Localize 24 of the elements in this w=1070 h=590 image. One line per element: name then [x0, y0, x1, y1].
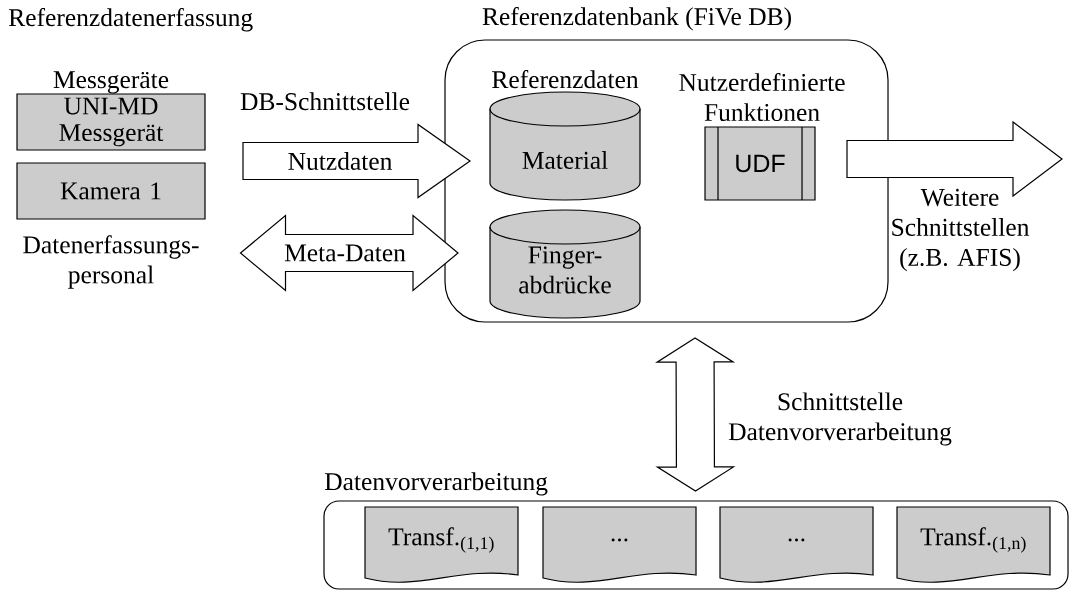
- document-box: ...: [542, 506, 697, 583]
- edge-label: Weitere Schnittstellen (z.B. AFIS): [892, 188, 1030, 272]
- block-arrow: [846, 120, 1063, 198]
- group-heading: Messgeräte: [53, 71, 169, 94]
- group-heading: Nutzerdefinierte Funktionen: [679, 72, 845, 122]
- interface-label: DB-Schnittstelle: [240, 92, 410, 111]
- node-label: Datenvorverarbeitung: [324, 472, 548, 496]
- document-box: ...: [719, 506, 874, 583]
- device-box: Kamera 1: [16, 162, 206, 220]
- database-cylinder: Finger- abdrücke: [489, 209, 641, 319]
- function-box: UDF: [704, 126, 816, 201]
- device-box: UNI-MD Messgerät: [16, 93, 206, 151]
- block-arrow: [242, 123, 472, 199]
- document-box: Transf.$_{(1,n)}$: [896, 506, 1051, 583]
- section-heading: Referenzdatenerfassung: [8, 8, 253, 32]
- document-box: Transf.$_{(1,1)}$: [364, 506, 519, 583]
- block-arrow: [655, 337, 736, 492]
- block-arrow: [239, 214, 459, 292]
- database-cylinder: Material: [489, 91, 641, 201]
- staff-label: Datenerfassungs- personal: [23, 235, 199, 289]
- edge-label: Nutzdaten: [288, 152, 393, 170]
- node-label: Referenzdatenbank (FiVe DB): [482, 7, 791, 31]
- edge-label: Schnittstelle Datenvorverarbeitung: [728, 392, 952, 446]
- edge-label: Meta-Daten: [284, 244, 406, 262]
